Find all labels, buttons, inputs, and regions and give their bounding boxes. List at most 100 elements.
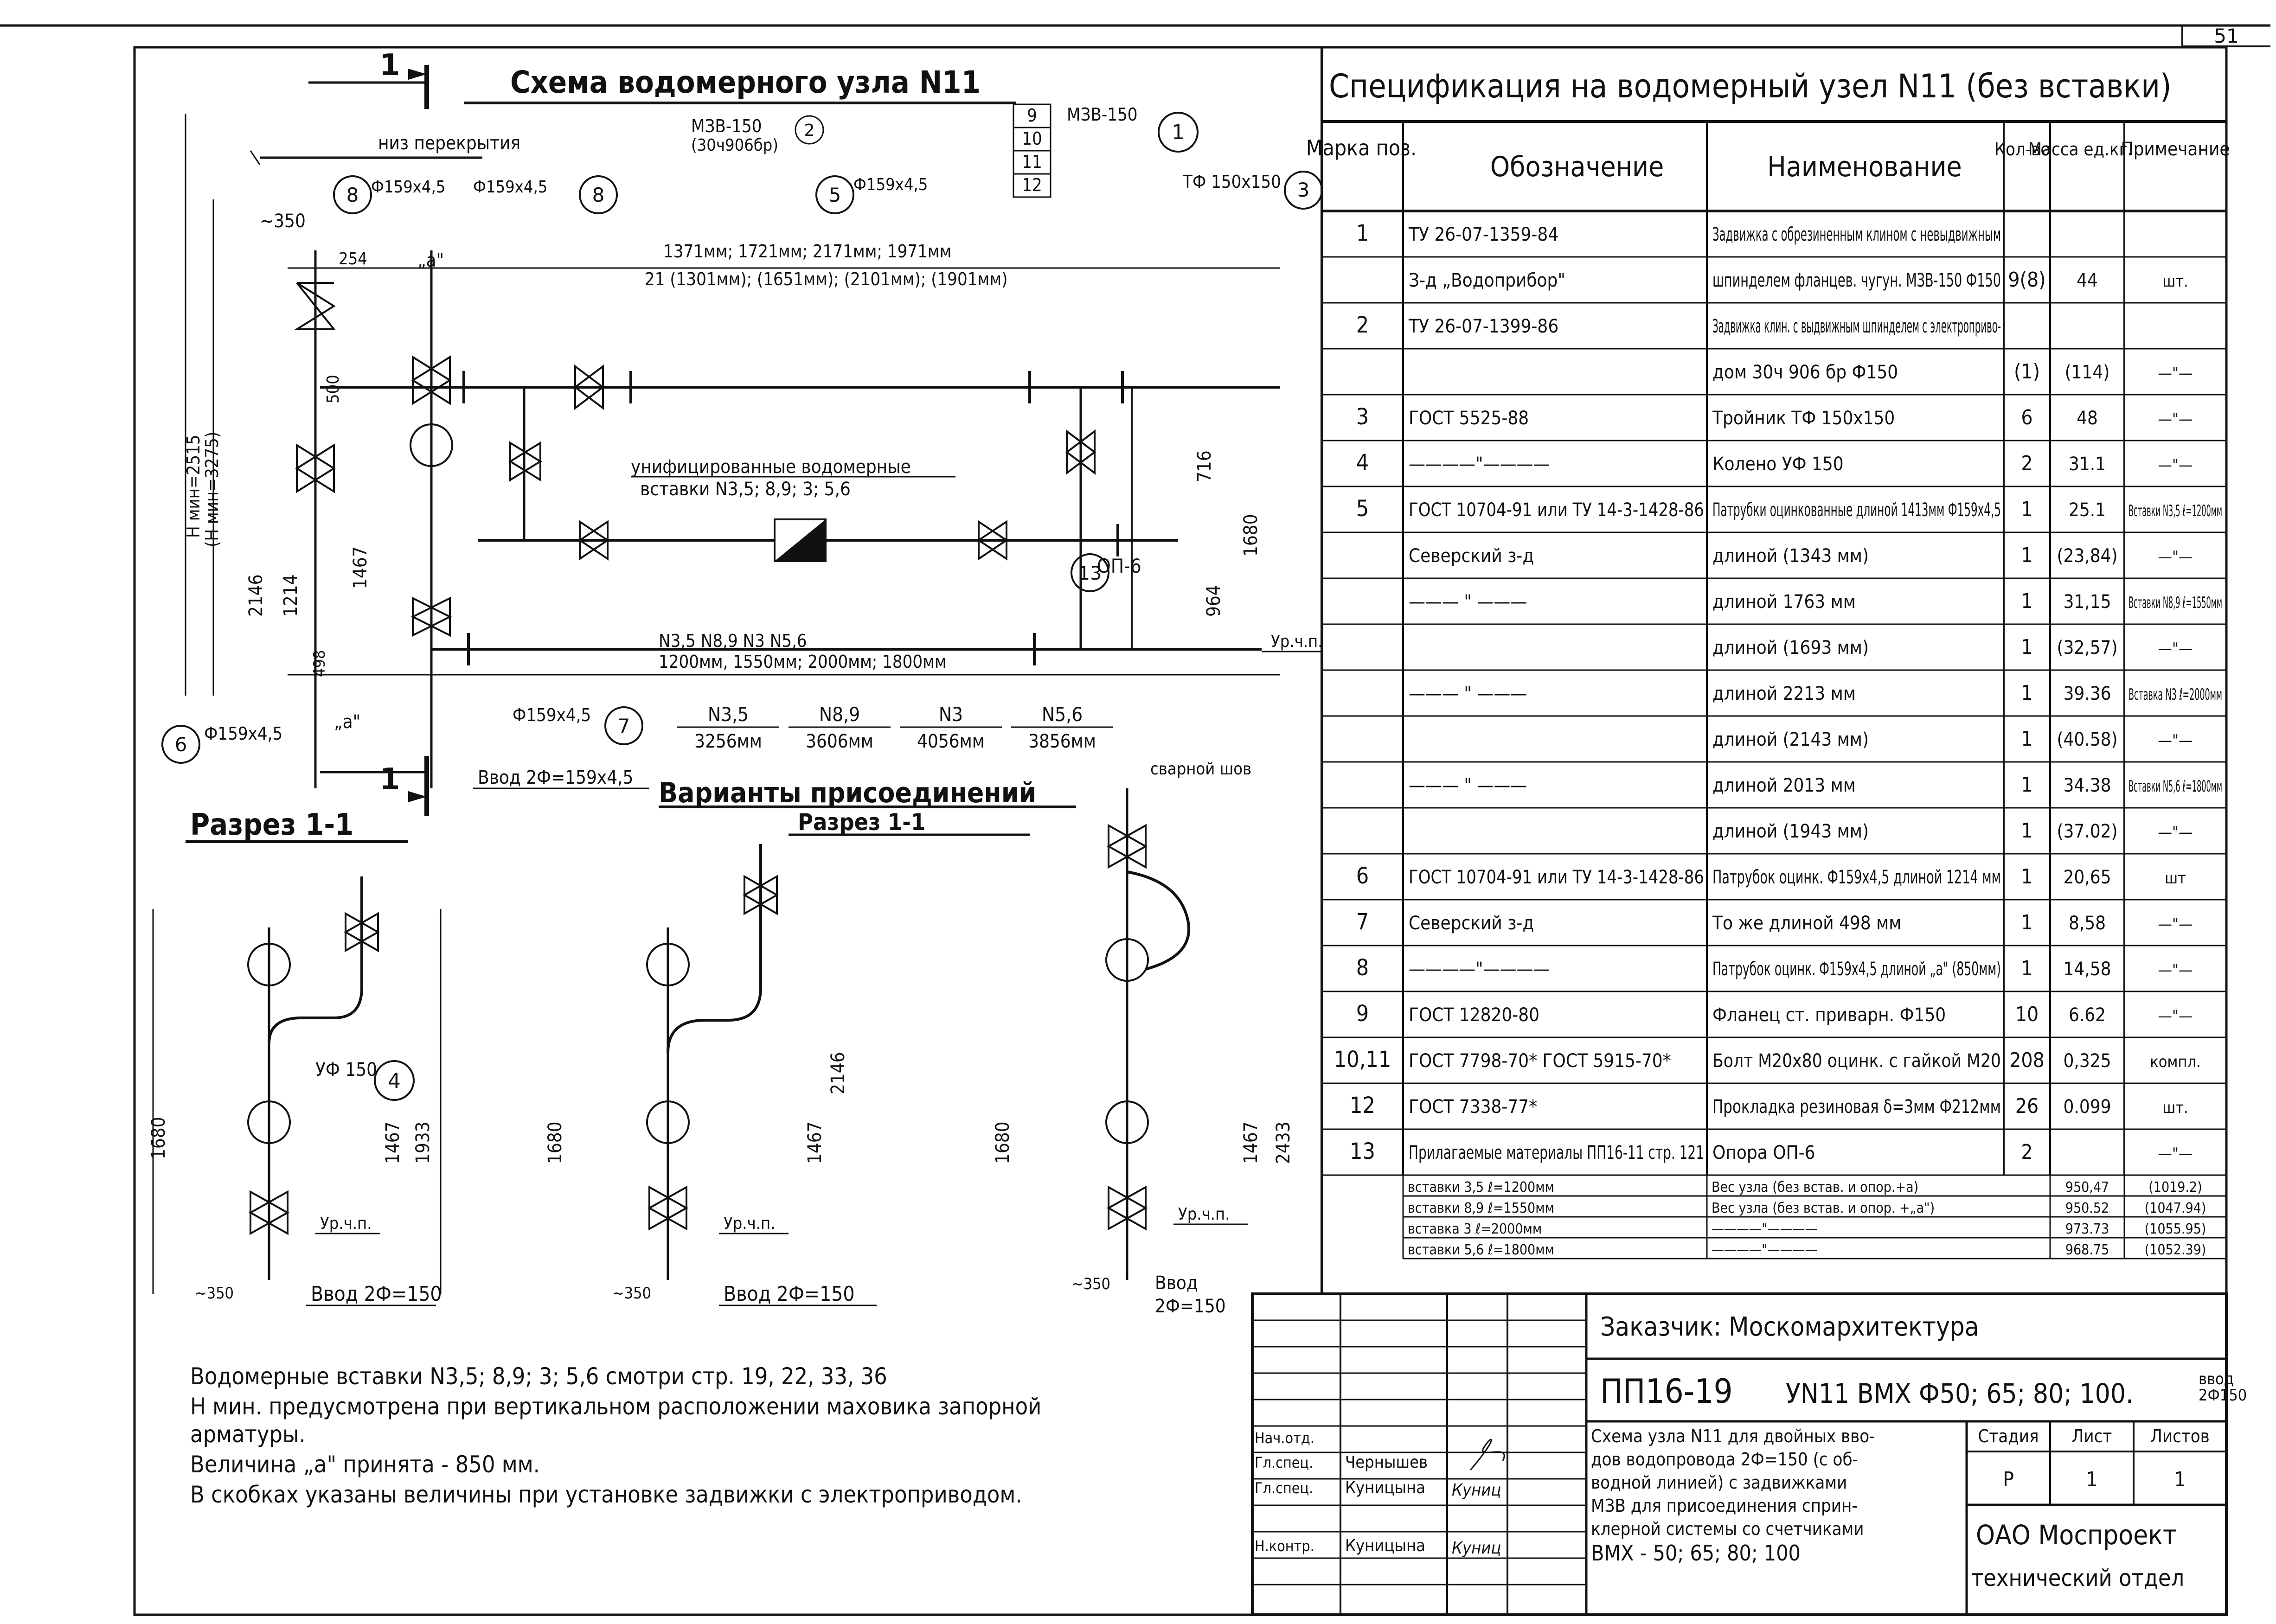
h-min: H мин=2515 bbox=[183, 435, 204, 538]
variants-subtitle: Разрез 1-1 bbox=[798, 809, 925, 836]
section-350: ~350 bbox=[195, 1284, 234, 1303]
specification-table: Спецификация на водомерный узел N11 (без… bbox=[1306, 67, 2230, 1260]
note-3: арматуры. bbox=[190, 1421, 306, 1448]
section-dim-1933: 1933 bbox=[412, 1121, 434, 1164]
stage-value: Р bbox=[2003, 1468, 2014, 1491]
spec-cell-qty: 1 bbox=[2021, 635, 2032, 659]
svg-text:12: 12 bbox=[1022, 175, 1042, 195]
spec-cell-mass: 39.36 bbox=[2064, 683, 2111, 704]
spec-grid bbox=[1322, 121, 2226, 1176]
desc-5: клерной системы со счетчиками bbox=[1591, 1519, 1864, 1539]
spec-cell-des: ——— " ——— bbox=[1409, 775, 1527, 796]
variants-title: Варианты присоединений bbox=[659, 777, 1036, 809]
pipe-8-label: Ф159x4,5 bbox=[371, 178, 445, 197]
section-mark-bottom: 1 bbox=[320, 756, 429, 816]
desc-3: водной линией) с задвижками bbox=[1591, 1472, 1847, 1493]
spec-cell-qty: 9(8) bbox=[2008, 268, 2045, 292]
note-5: В скобках указаны величины при установке… bbox=[190, 1481, 1022, 1508]
svg-text:9: 9 bbox=[1027, 105, 1037, 126]
spec-cell-mass: 34.38 bbox=[2064, 775, 2111, 796]
gate-2-label: МЗВ-150 bbox=[1067, 104, 1137, 125]
variant1-dim-2146: 2146 bbox=[827, 1052, 849, 1094]
gate-valve-3 bbox=[508, 441, 542, 482]
spec-cell-qty: 1 bbox=[2021, 957, 2032, 980]
spec-cell-note: —"— bbox=[2158, 639, 2193, 658]
circle-13: 13 bbox=[1078, 563, 1102, 584]
gate-2-alt-label: (30ч906бр) bbox=[691, 136, 778, 155]
spec-header-qty: Кол-во bbox=[1994, 139, 2050, 160]
spec-cell-name: длиной 2013 мм bbox=[1712, 775, 1856, 796]
spec-header-note: Примечание bbox=[2121, 139, 2230, 160]
dim-350: ~350 bbox=[260, 211, 306, 232]
spec-cell-name: длиной (1693 мм) bbox=[1712, 637, 1869, 659]
variant2-dim-2433: 2433 bbox=[1273, 1121, 1294, 1164]
svg-text:1: 1 bbox=[379, 48, 400, 83]
section-mark-top: 1 bbox=[308, 48, 429, 109]
note-4: Величина „а" принята - 850 мм. bbox=[190, 1451, 540, 1478]
circle-3: 3 bbox=[1297, 179, 1310, 201]
gate-valve-4 bbox=[573, 364, 605, 410]
notes: Водомерные вставки N3,5; 8,9; 3; 5,6 смо… bbox=[190, 1363, 1041, 1508]
spec-cell-note: —"— bbox=[2158, 915, 2193, 933]
weight-cell: 950.52 bbox=[2065, 1200, 2109, 1216]
spec-cell-qty: 1 bbox=[2021, 681, 2032, 705]
spec-cell-pos: 8 bbox=[1356, 955, 1369, 981]
spec-cell-mass: 20,65 bbox=[2064, 867, 2111, 888]
spec-cell-des: ГОСТ 7798-70* ГОСТ 5915-70* bbox=[1409, 1050, 1671, 1072]
spec-cell-mass: 14,58 bbox=[2064, 959, 2111, 980]
circle-2: 2 bbox=[804, 121, 815, 140]
spec-cell-pos: 13 bbox=[1350, 1138, 1375, 1164]
spec-cell-name: Прокладка резиновая δ=3мм Ф212мм bbox=[1712, 1096, 2001, 1118]
spec-cell-name: длиной 2213 мм bbox=[1712, 683, 1856, 704]
spec-cell-pos: 3 bbox=[1356, 404, 1369, 430]
dim-1467: 1467 bbox=[350, 546, 371, 589]
weight-cell: 968.75 bbox=[2065, 1242, 2109, 1258]
section-1-1: Разрез 1-1 1680 1467 1933 УФ 150 Ур.ч.п.… bbox=[148, 808, 442, 1306]
spec-cell-note: —"— bbox=[2158, 410, 2193, 428]
spec-cell-des: ГОСТ 7338-77* bbox=[1409, 1096, 1537, 1118]
spec-cell-note: —"— bbox=[2158, 548, 2193, 566]
spec-header-pos: Марка поз. bbox=[1306, 135, 1417, 160]
spec-cell-mass: (40.58) bbox=[2057, 729, 2117, 750]
spec-cell-des: ТУ 26-07-1359-84 bbox=[1408, 224, 1558, 245]
svg-text:N3: N3 bbox=[939, 703, 963, 726]
dim-498: 498 bbox=[310, 650, 329, 677]
pipe-6-label: Ф159x4,5 bbox=[204, 723, 282, 744]
signature-mark bbox=[1469, 1439, 1505, 1471]
variant2-inlet: Ввод bbox=[1155, 1272, 1198, 1294]
customer: Заказчик: Москомархитектура bbox=[1600, 1312, 1979, 1342]
spec-cell-qty: 1 bbox=[2021, 589, 2032, 613]
weld-label: сварной шов bbox=[1150, 760, 1251, 779]
role-2: Гл.спец. bbox=[1255, 1454, 1313, 1471]
spec-cell-mass: (37.02) bbox=[2057, 821, 2117, 842]
water-meter-scheme: Схема водомерного узла N11 1 1 низ перек… bbox=[161, 48, 1323, 1101]
elbow-label: УФ 150 bbox=[315, 1059, 377, 1081]
spec-cell-note: шт bbox=[2165, 869, 2186, 888]
title-block: Заказчик: Москомархитектура ПП16-19 УN11… bbox=[1251, 1292, 2247, 1616]
pipe-7-label: Ф159x4,5 bbox=[513, 705, 591, 725]
spec-cell-des: Прилагаемые материалы ПП16-11 стр. 121 bbox=[1409, 1142, 1704, 1164]
note-1: Водомерные вставки N3,5; 8,9; 3; 5,6 смо… bbox=[190, 1363, 887, 1390]
spec-cell-mass: 8,58 bbox=[2069, 913, 2106, 934]
svg-text:3256мм: 3256мм bbox=[694, 731, 762, 752]
scheme-title: Схема водомерного узла N11 bbox=[510, 64, 981, 100]
spec-cell-qty: 208 bbox=[2009, 1049, 2045, 1072]
spec-cell-des: ГОСТ 10704-91 или ТУ 14-3-1428-86 bbox=[1409, 867, 1704, 888]
spec-cell-pos: 6 bbox=[1356, 863, 1369, 889]
spec-cell-note: —"— bbox=[2158, 1144, 2193, 1163]
spec-cell-des: З-д „Водоприбор" bbox=[1409, 270, 1565, 291]
spec-cell-name: Опора ОП-6 bbox=[1712, 1142, 1815, 1164]
page-corner: 51 bbox=[0, 24, 2270, 47]
support-label: ОП-6 bbox=[1097, 555, 1141, 577]
spec-cell-note: —"— bbox=[2158, 731, 2193, 750]
weight-cell: ————"———— bbox=[1712, 1221, 1817, 1237]
spec-cell-note: Вставка N3 ℓ=2000мм bbox=[2129, 685, 2222, 704]
role-1: Нач.отд. bbox=[1255, 1429, 1314, 1447]
inserts-label: вставки N3,5; 8,9; 3; 5,6 bbox=[640, 479, 851, 500]
spec-cell-pos: 1 bbox=[1356, 220, 1369, 246]
section-dim-1467: 1467 bbox=[382, 1121, 404, 1164]
spec-header-des: Обозначение bbox=[1490, 151, 1664, 183]
